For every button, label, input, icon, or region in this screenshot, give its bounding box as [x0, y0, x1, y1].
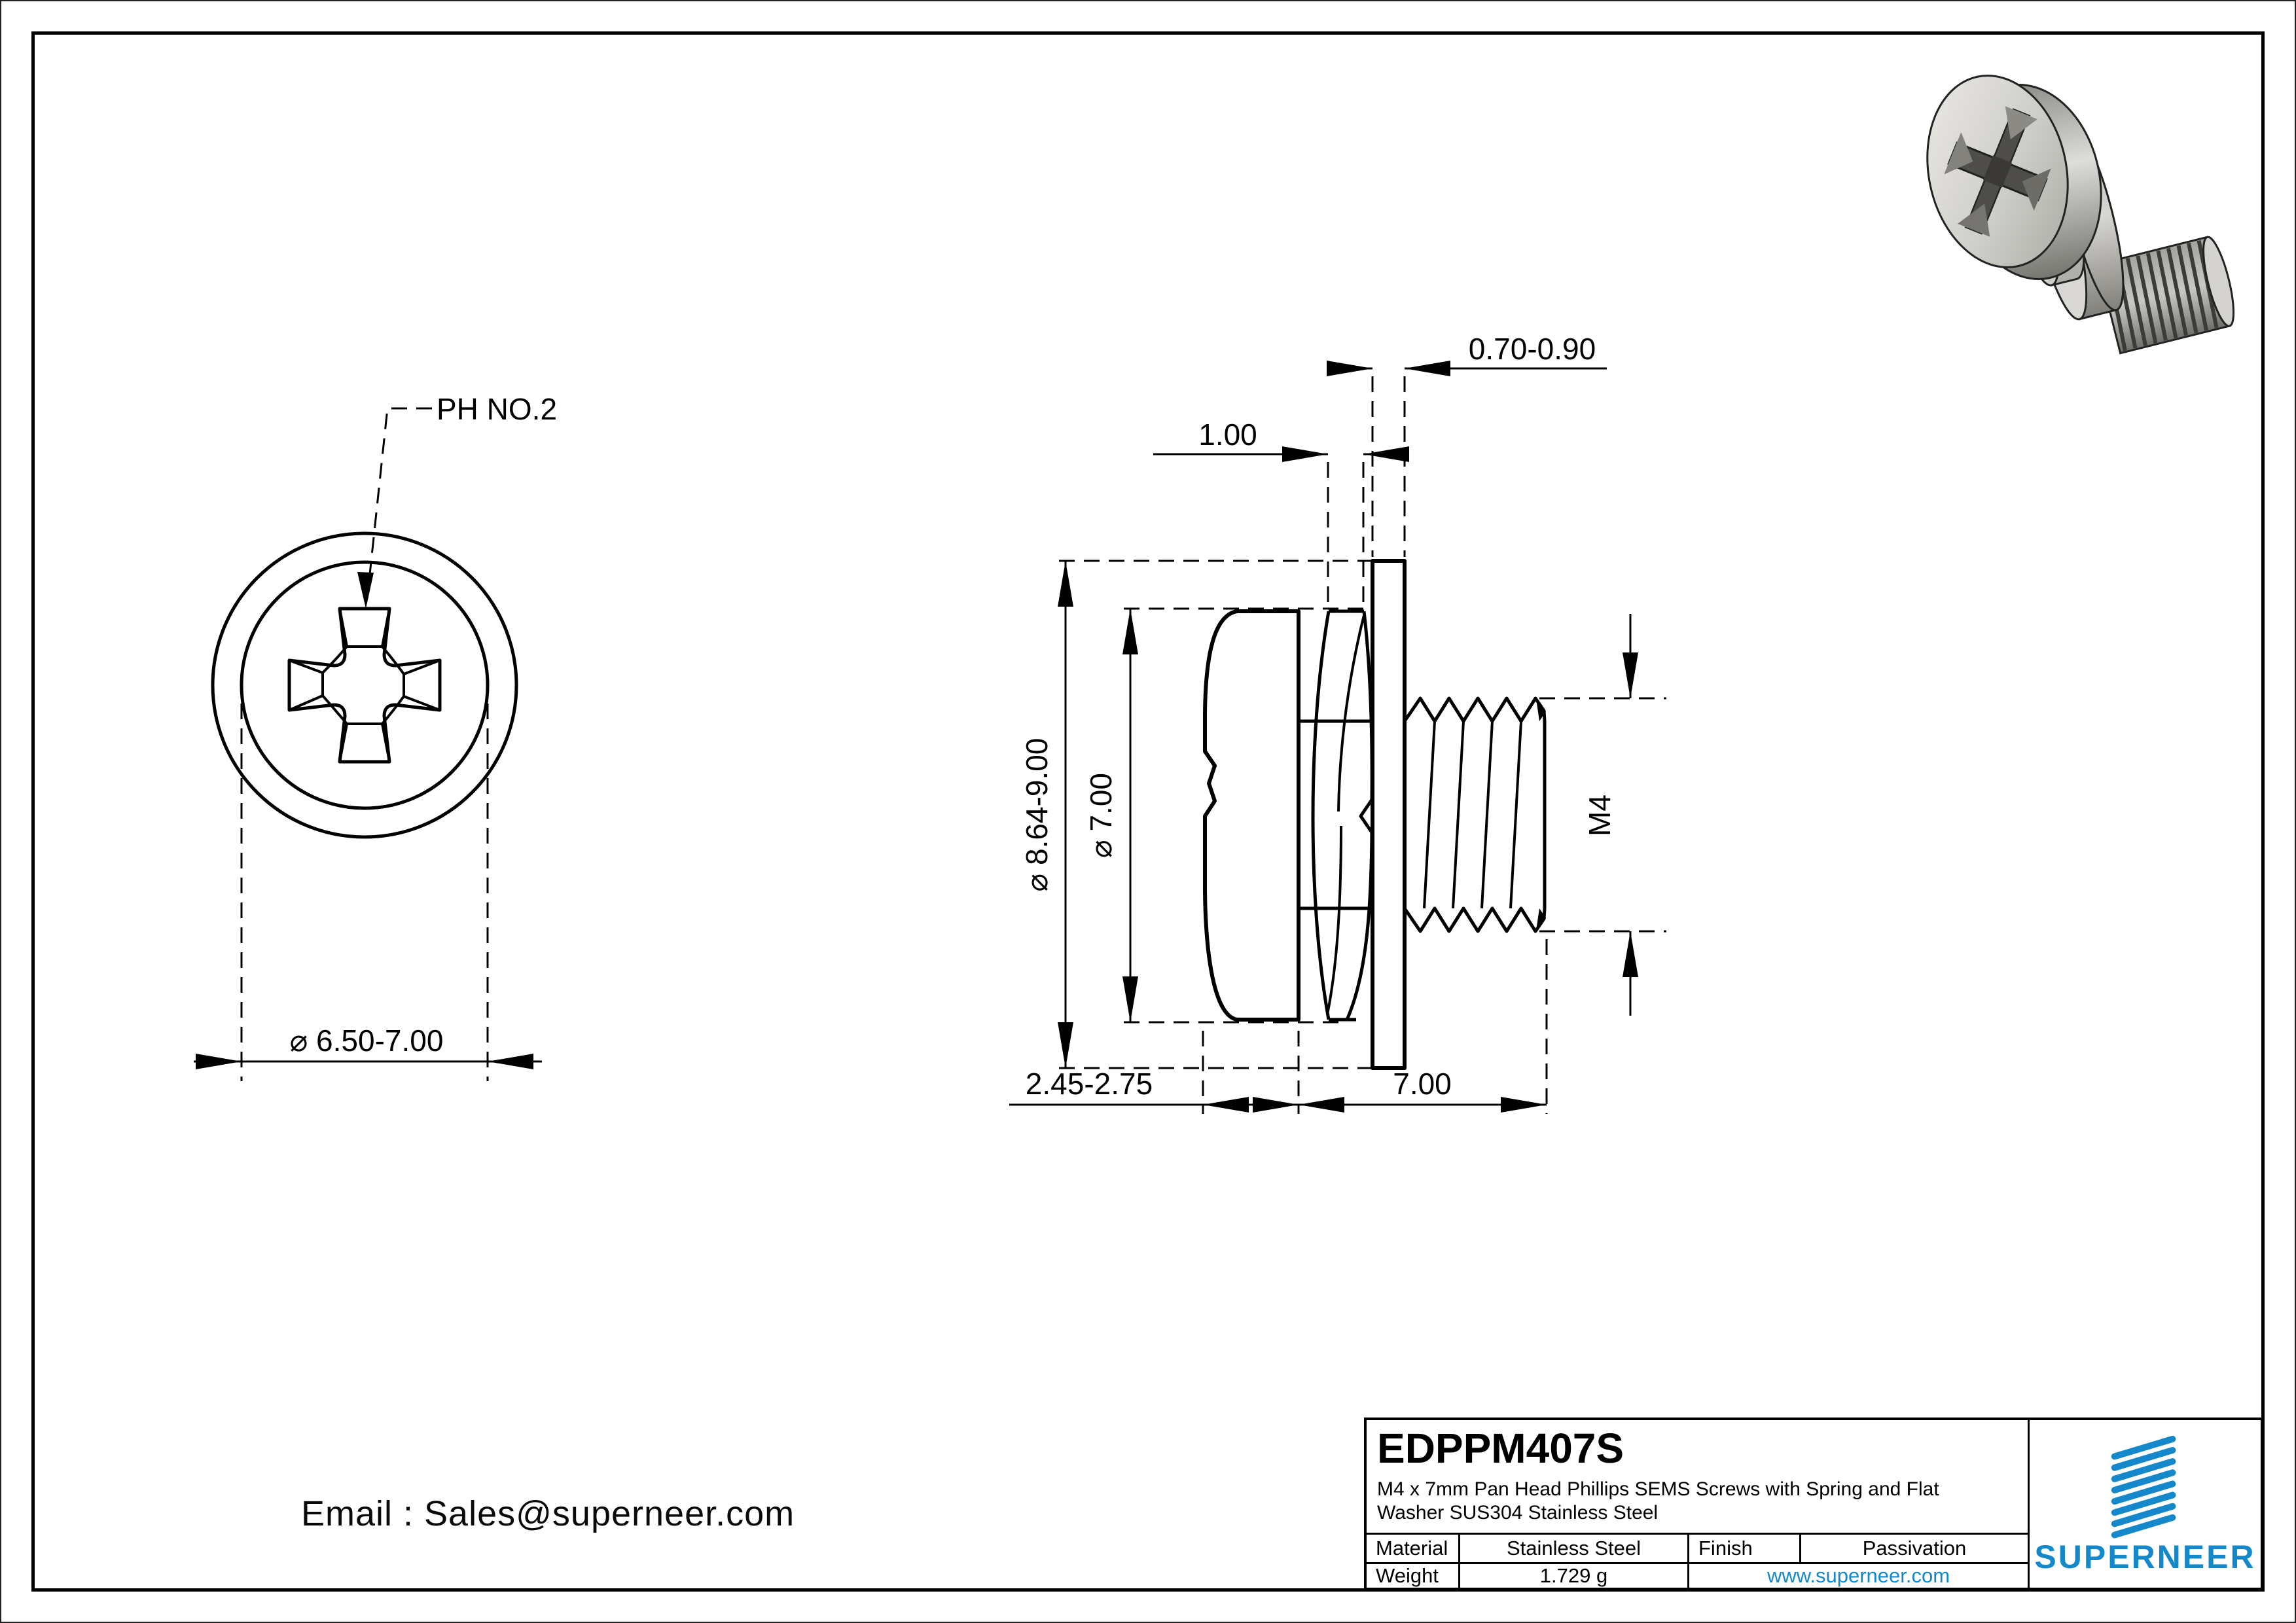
head-od-dimension: ⌀ 7.00: [1084, 607, 1363, 1024]
dim-arrowhead-icon: [1501, 1097, 1547, 1113]
dim-arrowhead-icon: [1405, 361, 1450, 376]
screw-3d-preview: [1926, 75, 2235, 355]
thread-chamfer: [1536, 908, 1546, 931]
thread-chamfer: [1536, 699, 1546, 721]
spring-washer-profile: [1311, 609, 1374, 1022]
material-value: Stainless Steel: [1460, 1535, 1689, 1564]
flat-washer-profile: [1371, 559, 1407, 1070]
spring-thickness-value: 1.00: [1198, 418, 1257, 452]
title-block-header: EDPPM407S M4 x 7mm Pan Head Phillips SEM…: [1367, 1420, 2028, 1533]
dim-arrowhead-icon: [1327, 361, 1372, 376]
front-view: PH NO.2 ⌀ 6.50-7.00: [194, 392, 557, 1081]
head-height-value: 2.45-2.75: [1026, 1067, 1153, 1101]
pan-head-circle: [240, 560, 490, 810]
head-diameter-dimension: ⌀ 6.50-7.00: [194, 704, 542, 1081]
dim-arrowhead-icon: [488, 1054, 533, 1069]
shank-lines: [1299, 719, 1372, 910]
title-block: EDPPM407S M4 x 7mm Pan Head Phillips SEM…: [1364, 1418, 2263, 1590]
dim-arrowhead-icon: [1122, 609, 1138, 654]
brand-name: SUPERNEER: [2034, 1539, 2256, 1575]
dim-arrowhead-icon: [1203, 1097, 1249, 1113]
pan-head-profile: [1203, 609, 1300, 1022]
preview-thread: [2096, 236, 2235, 355]
preview-head: [1926, 75, 2102, 280]
phillips-recess: [287, 607, 442, 764]
washer-od-dimension: ⌀ 8.64-9.00: [1020, 560, 1372, 1069]
head-od-value: ⌀ 7.00: [1084, 773, 1118, 858]
finish-label: Finish: [1689, 1535, 1801, 1564]
leader-arrowhead-icon: [357, 572, 374, 609]
washer-od-value: ⌀ 8.64-9.00: [1020, 738, 1054, 892]
recess-label: PH NO.2: [437, 392, 557, 426]
brand-logo-cell: SUPERNEER: [2030, 1420, 2261, 1588]
dim-arrowhead-icon: [1122, 976, 1138, 1022]
preview-phillips-cross: [1944, 106, 2051, 237]
threaded-shaft: [1403, 696, 1547, 933]
dim-arrowhead-icon: [1363, 446, 1409, 462]
recess-callout: PH NO.2: [357, 392, 557, 609]
material-label: Material: [1367, 1535, 1460, 1564]
dim-arrowhead-icon: [1058, 561, 1073, 607]
drawing-frame-border: [31, 31, 2265, 1592]
dim-arrowhead-icon: [1058, 1022, 1073, 1068]
contact-email-text: Email : Sales@superneer.com: [301, 1494, 795, 1533]
flat-washer-outer-circle: [211, 531, 518, 839]
side-view: ⌀ 8.64-9.00 ⌀ 7.00 1.00 0.70-0.90: [1009, 332, 1666, 1114]
superneer-stripes-icon: [2111, 1435, 2176, 1539]
washer-thickness-dimension: 0.70-0.90: [1327, 332, 1607, 557]
dim-arrowhead-icon: [1623, 652, 1638, 698]
washer-thickness-value: 0.70-0.90: [1469, 332, 1596, 366]
finish-value: Passivation: [1801, 1535, 2028, 1564]
website-link[interactable]: www.superneer.com: [1767, 1564, 1950, 1587]
weight-label: Weight: [1367, 1564, 1460, 1588]
head-height-dimension: 2.45-2.75: [1009, 1031, 1300, 1114]
title-block-table: Material Stainless Steel Finish Passivat…: [1367, 1533, 2028, 1588]
part-number: EDPPM407S: [1377, 1425, 1624, 1472]
dim-arrowhead-icon: [1299, 1097, 1344, 1113]
thread-length-dimension: 7.00: [1299, 939, 1548, 1114]
weight-value: 1.729 g: [1460, 1564, 1689, 1588]
thread-size-dimension: M4: [1539, 614, 1666, 1016]
part-description: M4 x 7mm Pan Head Phillips SEMS Screws w…: [1377, 1478, 1939, 1524]
spring-thickness-dimension: 1.00: [1153, 418, 1409, 607]
dim-arrowhead-icon: [196, 1054, 242, 1069]
head-diameter-value: ⌀ 6.50-7.00: [290, 1024, 444, 1058]
thread-size-value: M4: [1583, 794, 1617, 836]
dim-arrowhead-icon: [1282, 446, 1328, 462]
dim-arrowhead-icon: [1623, 931, 1638, 977]
thread-length-value: 7.00: [1393, 1067, 1452, 1101]
dim-arrowhead-icon: [1253, 1097, 1299, 1113]
